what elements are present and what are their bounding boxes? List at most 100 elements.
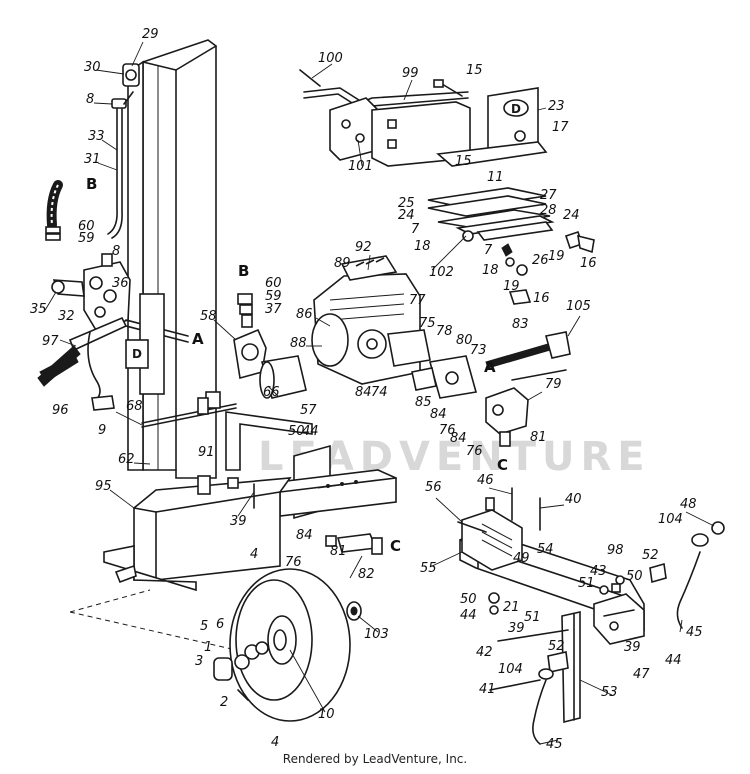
hardware-cluster-right: [462, 230, 595, 305]
callout-c47: 47: [633, 667, 650, 682]
callout-c59b: 59: [265, 289, 282, 304]
callout-c81b: 81: [530, 430, 547, 445]
callout-c86: 86: [296, 307, 313, 322]
callout-cB2: B: [238, 262, 249, 280]
callout-c46: 46: [477, 473, 494, 488]
callout-c7a: 7: [411, 222, 420, 237]
callout-c89: 89: [334, 256, 351, 271]
callout-c26: 26: [532, 253, 549, 268]
callout-c3: 3: [195, 654, 203, 669]
callout-c84d: 84: [450, 431, 467, 446]
callout-c56: 56: [425, 480, 442, 495]
hub-cap-assembly: [213, 641, 269, 701]
callout-c80: 80: [456, 333, 473, 348]
callout-c83: 83: [512, 317, 529, 332]
callout-c33: 33: [88, 129, 105, 144]
wedge-housing-23: D: [436, 87, 548, 167]
callout-c2: 2: [220, 695, 228, 710]
callout-c84a: 84: [296, 528, 313, 543]
callout-c105: 105: [566, 299, 591, 314]
callout-c79: 79: [545, 377, 562, 392]
callout-c16b: 16: [533, 291, 550, 306]
callout-c23: 23: [548, 99, 565, 114]
callout-c96: 96: [52, 403, 69, 418]
callout-c97: 97: [42, 334, 59, 349]
callout-c6: 6: [216, 617, 224, 632]
callout-c53: 53: [601, 685, 618, 700]
callout-cA2: A: [484, 358, 496, 376]
callout-c44c: 44: [665, 653, 682, 668]
callout-c35: 35: [30, 302, 47, 317]
callout-c51b: 51: [524, 610, 541, 625]
callout-c60a: 60: [78, 219, 95, 234]
callout-c50a: 50: [288, 424, 305, 439]
callout-c57: 57: [300, 403, 317, 418]
callout-c27: 27: [540, 188, 557, 203]
callout-c11: 11: [487, 170, 504, 185]
base-plate: [103, 545, 197, 592]
callout-c78: 78: [436, 324, 453, 339]
return-hose: [45, 180, 63, 241]
callout-c49: 49: [513, 551, 530, 566]
callout-c40: 40: [565, 492, 582, 507]
safety-chain-left: [489, 629, 569, 745]
callout-c39c: 39: [624, 640, 641, 655]
callout-c75: 75: [419, 316, 436, 331]
callout-c44b: 44: [460, 608, 477, 623]
safety-chain-right: [649, 521, 725, 629]
callout-c91: 91: [198, 445, 215, 460]
callout-c103: 103: [364, 627, 389, 642]
callout-cA1: A: [192, 330, 204, 348]
callout-c85: 85: [415, 395, 432, 410]
footer-credit: Rendered by LeadVenture, Inc.: [282, 752, 468, 766]
callout-c82: 82: [358, 567, 375, 582]
callout-c50c: 50: [626, 569, 643, 584]
callout-c18b: 18: [482, 263, 499, 278]
callout-c45b: 45: [546, 737, 563, 752]
hitch-coupler-47: [593, 593, 645, 645]
callout-c100: 100: [318, 51, 343, 66]
callout-c102: 102: [429, 265, 454, 280]
callout-c8a: 8: [86, 92, 94, 107]
callout-c36: 36: [112, 276, 129, 291]
callout-c1: 1: [204, 640, 212, 655]
callout-c41: 41: [479, 682, 496, 697]
callout-c74: 74: [371, 385, 388, 400]
reservoir-tank: [133, 475, 292, 581]
callout-c15a: 15: [466, 63, 483, 78]
callout-c98: 98: [607, 543, 624, 558]
callout-c17: 17: [552, 120, 569, 135]
callout-c29: 29: [142, 27, 159, 42]
callout-c28: 28: [540, 203, 557, 218]
callout-c95: 95: [95, 479, 112, 494]
hose-fitting-83-105: [485, 331, 571, 381]
callout-cC2: C: [390, 537, 401, 555]
callout-c19b: 19: [503, 279, 520, 294]
callout-c19a: 19: [548, 249, 565, 264]
callout-cC1: C: [497, 456, 508, 474]
callout-c9: 9: [98, 423, 106, 438]
hose-fittings-lower: [325, 533, 383, 555]
bearing-103: [346, 601, 362, 621]
callout-c18a: 18: [414, 239, 431, 254]
callout-cB1: B: [86, 175, 97, 193]
wheel-tire: [229, 568, 351, 722]
pump-mount-plate: [411, 355, 478, 399]
callout-c92: 92: [355, 240, 372, 255]
svg-text:D: D: [511, 102, 521, 116]
callout-c77: 77: [409, 293, 426, 308]
callout-c104a: 104: [658, 512, 683, 527]
callout-c8b: 8: [112, 244, 120, 259]
hitch-hardware: [485, 487, 625, 615]
callout-c39b: 39: [508, 621, 525, 636]
callout-c55: 55: [420, 561, 437, 576]
wedge-plates-stack: [427, 187, 555, 241]
callout-c73: 73: [470, 343, 487, 358]
callout-c58: 58: [200, 309, 217, 324]
callout-c76c: 76: [466, 444, 483, 459]
callout-c81a: 81: [330, 544, 347, 559]
engine-assembly: [311, 255, 431, 385]
callout-c39a: 39: [230, 514, 247, 529]
